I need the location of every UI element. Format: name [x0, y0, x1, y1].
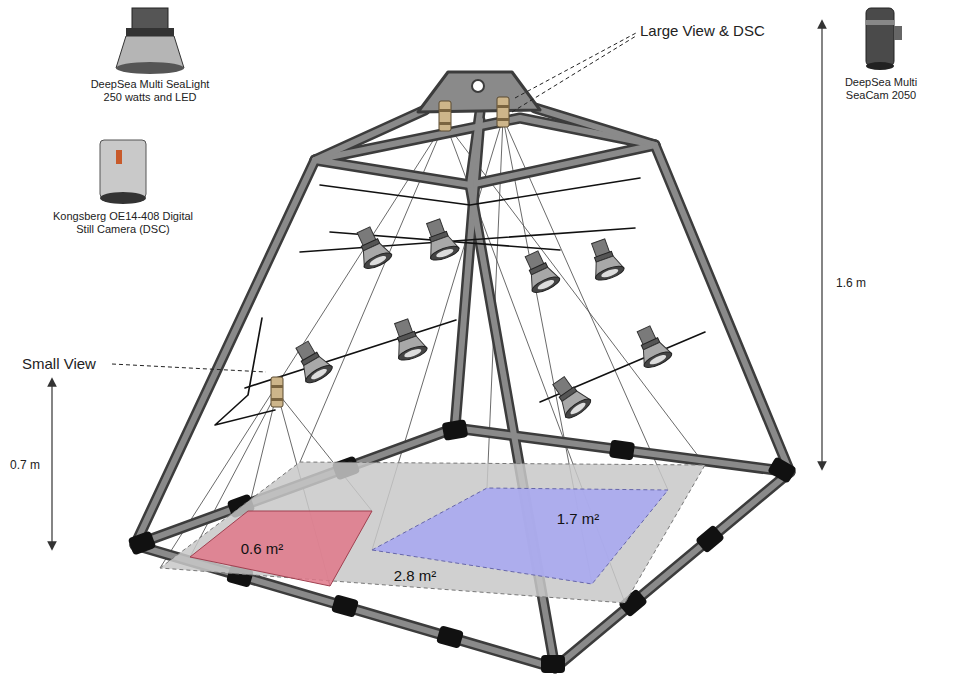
area-value: 1.7 m²: [557, 510, 600, 527]
view-cone: [160, 118, 705, 603]
joint: [609, 439, 635, 460]
frame-strut: [315, 110, 425, 160]
dimension-label: 1.6 m: [836, 276, 896, 290]
joint: [436, 625, 464, 649]
frame-strut: [470, 112, 480, 185]
product-label: DeepSea Multi SeaCam 2050: [838, 76, 924, 102]
product-label-text: DeepSea Multi SeaCam 2050: [845, 76, 917, 101]
seacam-lens: [866, 62, 894, 70]
camera-lens: [100, 192, 146, 204]
frame-leg: [655, 145, 790, 472]
base-joint: [128, 419, 797, 673]
lifting-eye: [472, 80, 484, 92]
sealight-icon: [387, 316, 429, 363]
camera-badge: [116, 150, 122, 164]
callout-label: Small View: [22, 355, 122, 373]
seacam-band: [866, 20, 894, 25]
seacam-icon: [866, 8, 902, 70]
joint: [767, 456, 797, 484]
joint: [442, 419, 469, 441]
lamp-ring: [126, 28, 174, 36]
sealight-icon: [350, 224, 394, 272]
lamp-face: [116, 62, 184, 74]
product-label: DeepSea Multi SeaLight 250 watts and LED: [80, 78, 220, 104]
large-view-area: 1.7 m²: [370, 486, 670, 586]
base-ring: [135, 428, 790, 668]
inner-ring: [320, 178, 640, 205]
dimension-label: 0.7 m: [10, 458, 50, 472]
small-view-area-outline: [190, 511, 372, 586]
leader-line: [515, 33, 636, 98]
product-label-text: DeepSea Multi SeaLight 250 watts and LED: [91, 78, 210, 103]
sealight-icon: [419, 216, 461, 263]
joint: [541, 655, 565, 673]
dimension-label-text: 0.7 m: [10, 458, 40, 472]
area-value: 0.6 m²: [241, 540, 284, 557]
sealight-icon: [289, 337, 334, 386]
small-view-area: 0.6 m²: [185, 508, 375, 590]
frame-strut: [535, 108, 655, 145]
apex-plate: [418, 72, 540, 112]
callout-label-text: Small View: [22, 355, 96, 372]
area-value: 2.8 m²: [394, 567, 437, 584]
frame-leg: [455, 120, 480, 428]
leader-line: [512, 36, 636, 112]
sealight-product-icon: [116, 8, 184, 74]
seacam-body: [866, 8, 894, 66]
camera-body: [100, 140, 146, 198]
rod: [215, 178, 705, 425]
sealight-icon: [518, 248, 562, 296]
callout-label-text: Large View & DSC: [640, 22, 765, 39]
sealight-icon: [630, 323, 674, 371]
product-label: Kongsberg OE14-408 Digital Still Camera …: [50, 210, 196, 236]
frame-outline: [135, 108, 790, 668]
sealight-icon: [584, 236, 626, 283]
sealight-icon: [546, 372, 593, 421]
frame-leg: [655, 145, 790, 472]
joint: [128, 530, 157, 555]
footprint-area-outline: [160, 462, 705, 603]
dimension-arrow: [51, 382, 52, 546]
leader-line: [112, 364, 266, 372]
seacam-mount: [894, 26, 902, 40]
lamp-body: [132, 8, 168, 30]
light-rod: [300, 228, 635, 252]
base-ring: [135, 428, 790, 668]
callout-label: Large View & DSC: [640, 22, 790, 40]
joint: [331, 594, 359, 618]
frame-strut: [315, 110, 425, 160]
oe14-camera-icon: [100, 140, 146, 204]
product-label-text: Kongsberg OE14-408 Digital Still Camera …: [53, 210, 193, 235]
sealight: [289, 216, 674, 421]
large-view-camera: [439, 101, 451, 131]
frame-fill: [135, 108, 790, 668]
dimension-arrow: [821, 24, 822, 466]
dimension-label-text: 1.6 m: [836, 276, 866, 290]
large-view-area-shape: [370, 486, 670, 586]
joint: [695, 524, 725, 553]
small-view-camera: [271, 377, 283, 407]
large-view-area-outline: [372, 488, 668, 584]
still-camera: [497, 97, 509, 127]
